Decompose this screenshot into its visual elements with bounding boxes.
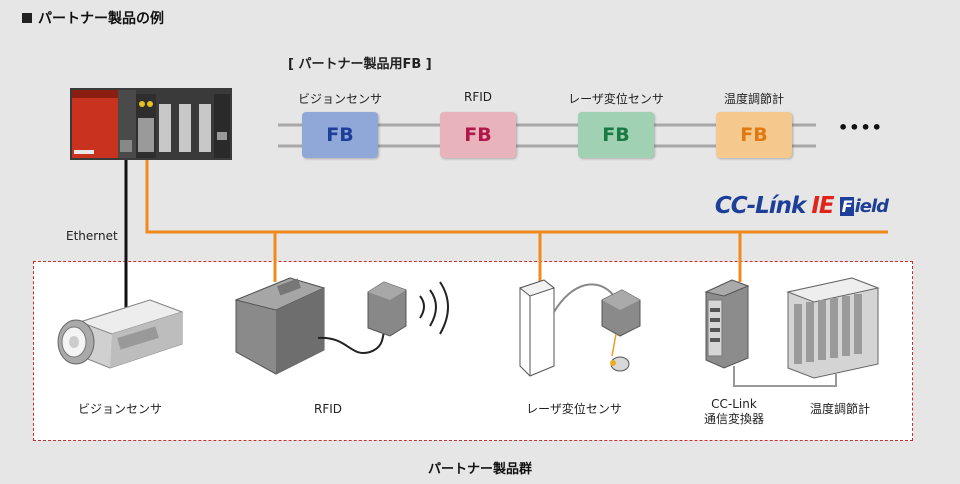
partner-product-group-caption: パートナー製品群 — [427, 462, 532, 477]
converter-temperature-link — [733, 366, 837, 387]
fb-block-temperature-controller: FB — [716, 112, 792, 158]
ethernet-label: Ethernet — [66, 229, 118, 243]
cclink-logo-text: CC-Línk — [714, 193, 807, 219]
cclink-ie-field-network — [145, 150, 888, 290]
device-label-cclink-converter: CC-Link 通信変換器 — [674, 397, 794, 427]
device-label-vision-sensor: ビジョンセンサ — [77, 402, 162, 416]
device-label-cclink-converter-line1: CC-Link — [711, 397, 757, 411]
fb-block-vision-sensor: FB — [302, 112, 378, 158]
fb-label-vision-sensor: ビジョンセンサ — [297, 92, 382, 106]
plc-unit — [70, 88, 232, 160]
vision-sensor-camera — [57, 299, 184, 369]
fb-label-laser-sensor: レーザ変位センサ — [568, 92, 664, 106]
page-title: パートナー製品の例 — [22, 8, 164, 28]
laser-displacement-sensor — [518, 279, 641, 377]
rfid-device — [234, 277, 449, 375]
fb-block-laser-sensor: FB — [578, 112, 654, 158]
device-label-rfid: RFID — [313, 402, 343, 416]
device-label-laser-sensor: レーザ変位センサ — [526, 402, 622, 416]
fb-more-ellipsis: •••• — [838, 118, 883, 137]
partner-product-group-frame — [33, 261, 913, 441]
fb-block-rfid: FB — [440, 112, 516, 158]
device-label-temperature-controller: 温度調節計 — [809, 402, 870, 416]
cclink-logo-f-mark: F — [839, 196, 854, 216]
title-bullet-icon — [22, 13, 32, 23]
fb-label-temperature-controller: 温度調節計 — [723, 92, 784, 106]
cclink-logo-ie: IE — [811, 193, 834, 219]
fb-label-rfid: RFID — [463, 90, 493, 104]
cclink-logo-field-text: ield — [854, 195, 889, 217]
temperature-controller-device — [786, 277, 880, 379]
page-title-text: パートナー製品の例 — [38, 11, 164, 27]
device-label-cclink-converter-line2: 通信変換器 — [703, 412, 764, 426]
cclink-converter-device — [704, 279, 750, 369]
fb-section-header: [ パートナー製品用FB ] — [288, 57, 432, 72]
